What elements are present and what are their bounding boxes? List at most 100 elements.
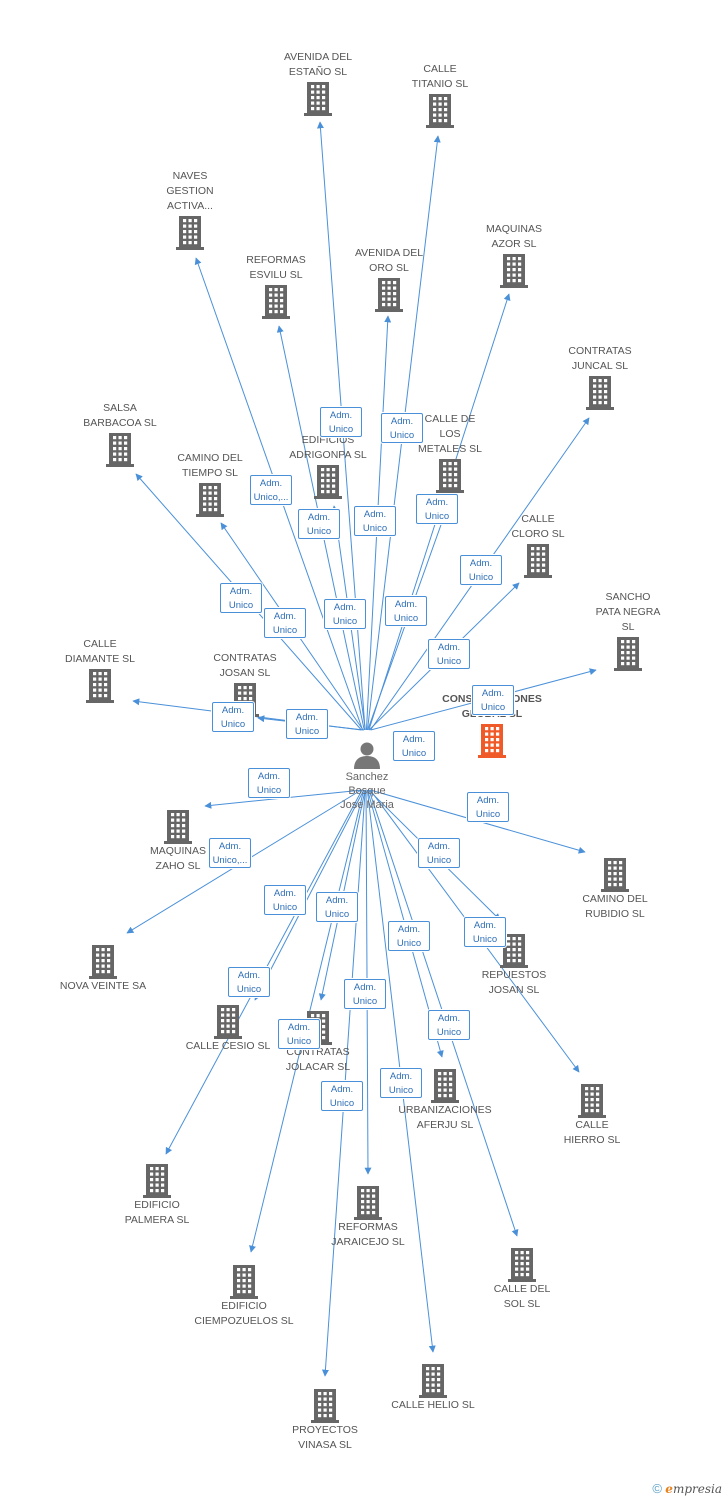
role-label[interactable]: Adm.Unico xyxy=(354,506,396,536)
role-label[interactable]: Adm.Unico xyxy=(467,792,509,822)
company-name: SANCHO PATA NEGRA SL xyxy=(595,591,661,633)
role-label[interactable]: Adm. Unico xyxy=(324,599,366,629)
role-line-2: Unico xyxy=(388,1085,414,1096)
company-node-c5[interactable]: REFORMAS ESVILU SL xyxy=(216,253,336,319)
role-label[interactable]: Adm. Unico xyxy=(428,639,470,669)
company-node-c16[interactable]: MAQUINAS ZAHO SL xyxy=(118,808,238,874)
role-label[interactable]: Adm.Unico xyxy=(460,555,502,585)
role-label[interactable]: Adm. Unico xyxy=(212,702,254,732)
company-name: URBANIZACIONES AFERJU SL xyxy=(398,1104,492,1131)
role-label[interactable]: Adm. Unico xyxy=(228,967,270,997)
role-label[interactable]: Adm.Unico,... xyxy=(250,475,292,505)
role-line-2: Unico xyxy=(436,656,462,667)
role-label[interactable]: Adm. Unico xyxy=(464,917,506,947)
building-icon xyxy=(586,376,614,410)
building-icon xyxy=(601,858,629,892)
copyright-symbol: © xyxy=(652,1481,662,1496)
role-line-1: Adm. xyxy=(402,734,426,745)
role-line-2: Unico xyxy=(220,719,246,730)
role-line-2: Unico xyxy=(480,702,506,713)
company-name: CALLE HIERRO SL xyxy=(563,1119,621,1146)
role-line-2: Unico xyxy=(236,984,262,995)
company-node-c29[interactable]: PROYECTOS VINASA SL xyxy=(265,1387,385,1453)
company-node-c17[interactable]: CAMINO DEL RUBIDIO SL xyxy=(555,856,675,922)
role-label[interactable]: Adm.Unico xyxy=(393,731,435,761)
role-line-1: Adm. xyxy=(353,982,377,993)
role-line-1: Adm. xyxy=(307,512,331,523)
role-line-2: Unico xyxy=(472,934,498,945)
role-label[interactable]: Adm.Unico xyxy=(428,1010,470,1040)
role-label[interactable]: Adm.Unico xyxy=(472,685,514,715)
role-line-2: Unico xyxy=(329,1098,355,1109)
company-node-c4[interactable]: MAQUINAS AZOR SL xyxy=(454,222,574,288)
role-label[interactable]: Adm.Unico xyxy=(286,709,328,739)
edge-c16 xyxy=(204,789,363,809)
building-icon xyxy=(214,1005,242,1039)
role-label[interactable]: Adm.Unico xyxy=(385,596,427,626)
company-node-c25[interactable]: REFORMAS JARAICEJO SL xyxy=(308,1184,428,1250)
role-line-1: Adm. xyxy=(469,558,493,569)
role-line-1: Adm. xyxy=(295,712,319,723)
company-node-c12[interactable]: CALLE CLORO SL xyxy=(478,512,598,578)
role-label[interactable]: Adm.Unico xyxy=(316,892,358,922)
building-icon xyxy=(436,459,464,493)
company-node-c28[interactable]: CALLE HELIO SL xyxy=(373,1362,493,1413)
building-icon xyxy=(426,94,454,128)
company-node-c26[interactable]: CALLE DEL SOL SL xyxy=(462,1246,582,1312)
role-line-2: Unico,... xyxy=(212,855,248,866)
company-node-c24[interactable]: EDIFICIO PALMERA SL xyxy=(97,1162,217,1228)
role-line-1: Adm. xyxy=(257,771,281,782)
role-line-1: Adm. xyxy=(437,642,461,653)
company-node-c8[interactable]: SALSA BARBACOA SL xyxy=(60,401,180,467)
role-label[interactable]: Adm.Unico xyxy=(220,583,262,613)
role-label[interactable]: Adm.Unico xyxy=(388,921,430,951)
company-node-c9[interactable]: EDIFICIOS ADRIGONPA SL xyxy=(268,433,388,499)
role-line-1: Adm. xyxy=(237,970,261,981)
role-label[interactable]: Adm.Unico xyxy=(248,768,290,798)
company-node-c11[interactable]: CAMINO DEL TIEMPO SL xyxy=(150,451,270,517)
role-line-1: Adm. xyxy=(218,841,242,852)
company-node-c14[interactable]: CALLE DIAMANTE SL xyxy=(40,637,160,703)
company-node-c2[interactable]: CALLE TITANIO SL xyxy=(380,62,500,128)
role-label[interactable]: Adm.Unico xyxy=(264,608,306,638)
role-label[interactable]: Adm. Unico,... xyxy=(209,838,251,868)
building-icon xyxy=(89,945,117,979)
role-label[interactable]: Adm.Unico xyxy=(344,979,386,1009)
company-node-c20[interactable]: CALLE CESIO SL xyxy=(168,1003,288,1054)
company-node-c1[interactable]: AVENIDA DEL ESTAÑO SL xyxy=(258,50,378,116)
role-label[interactable]: Adm.Unico xyxy=(278,1019,320,1049)
role-label[interactable]: Adm.Unico xyxy=(298,509,340,539)
building-icon xyxy=(86,669,114,703)
role-line-1: Adm. xyxy=(427,841,451,852)
company-node-c6[interactable]: AVENIDA DEL ORO SL xyxy=(329,246,449,312)
company-node-c7[interactable]: CONTRATAS JUNCAL SL xyxy=(540,344,660,410)
role-line-1: Adm. xyxy=(473,920,497,931)
role-label[interactable]: Adm.Unico xyxy=(418,838,460,868)
person-node[interactable]: Sanchez Bosque Jose Maria xyxy=(322,740,412,812)
role-label[interactable]: Adm.Unico xyxy=(321,1081,363,1111)
company-node-c27[interactable]: EDIFICIO CIEMPOZUELOS SL xyxy=(184,1263,304,1329)
role-line-2: Unico xyxy=(424,511,450,522)
role-label[interactable]: Adm.Unico xyxy=(380,1068,422,1098)
role-line-1: Adm. xyxy=(333,602,357,613)
role-line-2: Unico xyxy=(332,616,358,627)
building-icon xyxy=(524,544,552,578)
company-node-c13[interactable]: SANCHO PATA NEGRA SL xyxy=(568,590,688,671)
company-name: REFORMAS JARAICEJO SL xyxy=(331,1221,405,1248)
role-label[interactable]: Adm.Unico xyxy=(264,885,306,915)
role-line-1: Adm. xyxy=(363,509,387,520)
building-icon xyxy=(164,810,192,844)
role-label[interactable]: Adm.Unico xyxy=(416,494,458,524)
company-name: AVENIDA DEL ORO SL xyxy=(354,247,424,274)
company-node-c18[interactable]: NOVA VEINTE SA xyxy=(43,943,163,994)
role-label[interactable]: Adm.Unico xyxy=(320,407,362,437)
role-line-1: Adm. xyxy=(221,705,245,716)
company-node-c3[interactable]: NAVES GESTION ACTIVA... xyxy=(130,169,250,250)
role-label[interactable]: Adm.Unico xyxy=(381,413,423,443)
company-node-c22[interactable]: URBANIZACIONES AFERJU SL xyxy=(385,1067,505,1133)
role-line-2: Unico xyxy=(396,938,422,949)
company-node-c23[interactable]: CALLE HIERRO SL xyxy=(532,1082,652,1148)
company-node-c10[interactable]: CALLE DE LOS METALES SL xyxy=(390,412,510,493)
company-node-c19[interactable]: REPUESTOS JOSAN SL xyxy=(454,932,574,998)
